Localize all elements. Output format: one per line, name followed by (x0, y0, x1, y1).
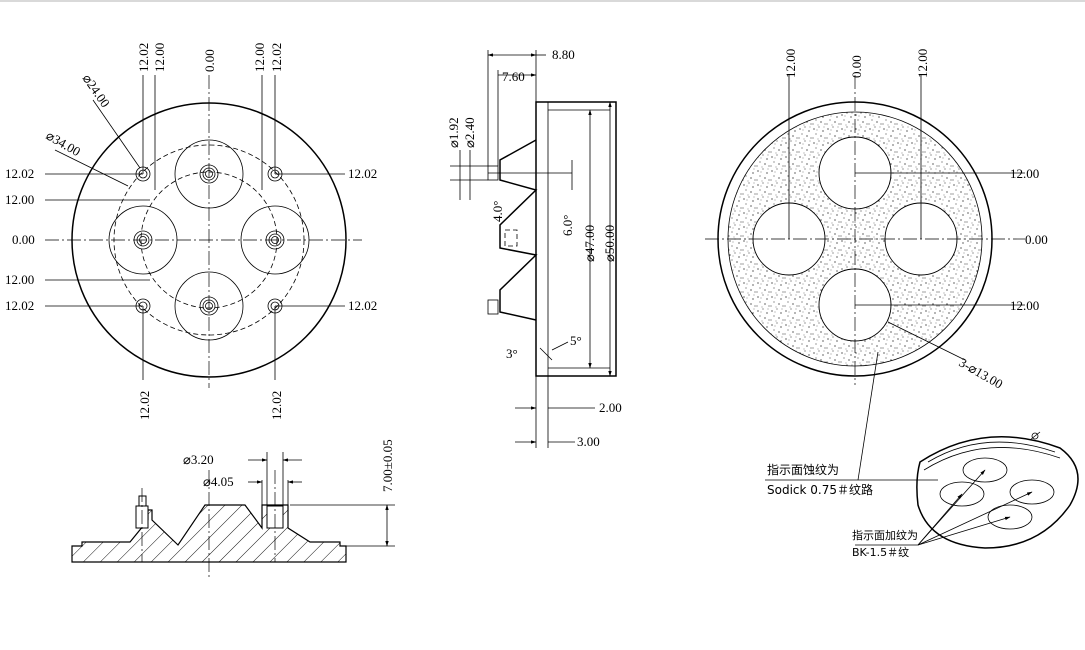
isometric-view (916, 431, 1079, 549)
front-left-label-1: 12.02 (5, 166, 34, 181)
angle-3: 3° (506, 346, 518, 361)
height-7-00: 7.00±0.05 (380, 439, 395, 492)
rear-view: 12.00 0.00 12.00 12.00 0.00 12.00 3-⌀13.… (705, 49, 1048, 392)
rear-top-label-1: 12.00 (783, 49, 798, 78)
front-top-label-1: 12.02 (136, 43, 151, 72)
front-view: 12.02 12.00 0.00 12.00 12.02 12.02 12.02… (5, 43, 377, 420)
front-left-label-3: 0.00 (12, 232, 35, 247)
texture-note-line2: BK-1.5＃纹 (852, 545, 909, 559)
dia-50: ⌀50.00 (602, 225, 617, 262)
front-right-label-2: 12.02 (348, 298, 377, 313)
dia-3-20: ⌀3.20 (183, 452, 214, 467)
holes-label: 3-⌀13.00 (957, 355, 1006, 392)
rear-top-label-3: 12.00 (915, 49, 930, 78)
angle-4: 4.0° (490, 201, 505, 222)
rear-right-label-2: 0.00 (1025, 232, 1048, 247)
etch-note-line2: Sodick 0.75＃纹路 (767, 482, 873, 497)
front-top-label-3: 0.00 (202, 49, 217, 72)
dim-7-60: 7.60 (502, 69, 525, 84)
section-view: ⌀3.20 ⌀4.05 7.00±0.05 (71, 439, 395, 578)
angle-6: 6.0° (560, 215, 575, 236)
dia-1-92: ⌀1.92 (446, 117, 461, 148)
front-right-label-1: 12.02 (348, 166, 377, 181)
front-left-label-5: 12.02 (5, 298, 34, 313)
front-top-label-4: 12.00 (252, 43, 267, 72)
surface-notes: 指示面蚀纹为 Sodick 0.75＃纹路 指示面加纹为 BK-1.5＃纹 (765, 351, 1033, 559)
front-left-label-2: 12.00 (5, 192, 34, 207)
front-bottom-label-1: 12.02 (137, 391, 152, 420)
etch-note-line1: 指示面蚀纹为 (767, 462, 839, 477)
dia-2-40: ⌀2.40 (462, 117, 477, 148)
angle-5: 5° (570, 333, 582, 348)
front-bottom-label-2: 12.02 (269, 391, 284, 420)
dia-47: ⌀47.00 (582, 225, 597, 262)
front-top-label-2: 12.00 (152, 43, 167, 72)
rear-top-label-2: 0.00 (849, 55, 864, 78)
texture-note-line1: 指示面加纹为 (852, 528, 918, 542)
dim-2-00: 2.00 (599, 400, 622, 415)
dim-8-80: 8.80 (552, 47, 575, 62)
rear-right-label-1: 12.00 (1010, 166, 1039, 181)
front-top-label-5: 12.02 (269, 43, 284, 72)
rear-right-label-3: 12.00 (1010, 298, 1039, 313)
side-view: 8.80 7.60 ⌀1.92 ⌀2.40 4.0° 6.0° ⌀47.00 ⌀… (446, 47, 622, 449)
front-left-label-4: 12.00 (5, 272, 34, 287)
dim-3-00: 3.00 (577, 434, 600, 449)
dia-4-05: ⌀4.05 (203, 474, 234, 489)
